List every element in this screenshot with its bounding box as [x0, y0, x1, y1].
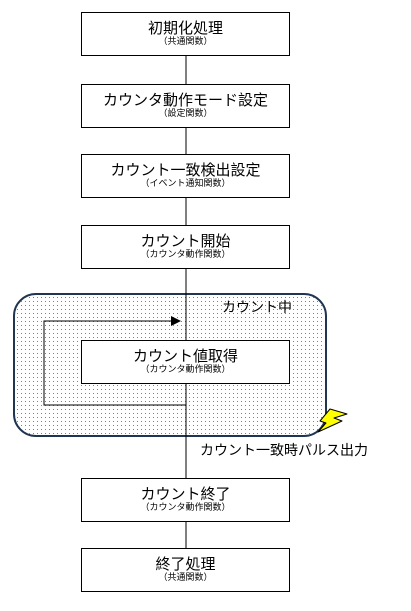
- loop-arrow-head: [171, 316, 181, 326]
- step-subtitle: （カウンタ動作関数）: [140, 250, 231, 260]
- event-label: カウント一致時パルス出力: [200, 443, 368, 459]
- lightning-icon: [317, 408, 348, 433]
- step-subtitle: （カウンタ動作関数）: [140, 503, 231, 513]
- step-title: カウンタ動作モード設定: [102, 91, 268, 109]
- step-subtitle: （共通関数）: [158, 37, 213, 47]
- step-title: カウント開始: [140, 232, 231, 250]
- step-count-start: カウント開始 （カウンタ動作関数）: [81, 225, 290, 269]
- step-subtitle: （共通関数）: [158, 573, 213, 583]
- step-title: カウント一致検出設定: [110, 161, 261, 179]
- step-finalize: 終了処理 （共通関数）: [81, 548, 290, 592]
- step-count-value-get: カウント値取得 （カウンタ動作関数）: [81, 340, 290, 384]
- step-match-detection-setting: カウント一致検出設定 （イベント通知関数）: [81, 154, 290, 198]
- step-title: カウント値取得: [132, 347, 238, 365]
- step-initialize: 初期化処理 （共通関数）: [81, 12, 290, 56]
- step-subtitle: （イベント通知関数）: [140, 179, 231, 189]
- loop-return-line: [43, 320, 186, 406]
- step-count-end: カウント終了 （カウンタ動作関数）: [81, 478, 290, 522]
- step-subtitle: （カウンタ動作関数）: [140, 365, 231, 375]
- loop-label: カウント中: [222, 300, 292, 316]
- step-title: カウント終了: [140, 485, 231, 503]
- step-counter-mode-setting: カウンタ動作モード設定 （設定関数）: [81, 84, 290, 128]
- step-subtitle: （設定関数）: [158, 109, 213, 119]
- step-title: 初期化処理: [147, 19, 223, 37]
- step-title: 終了処理: [155, 555, 216, 573]
